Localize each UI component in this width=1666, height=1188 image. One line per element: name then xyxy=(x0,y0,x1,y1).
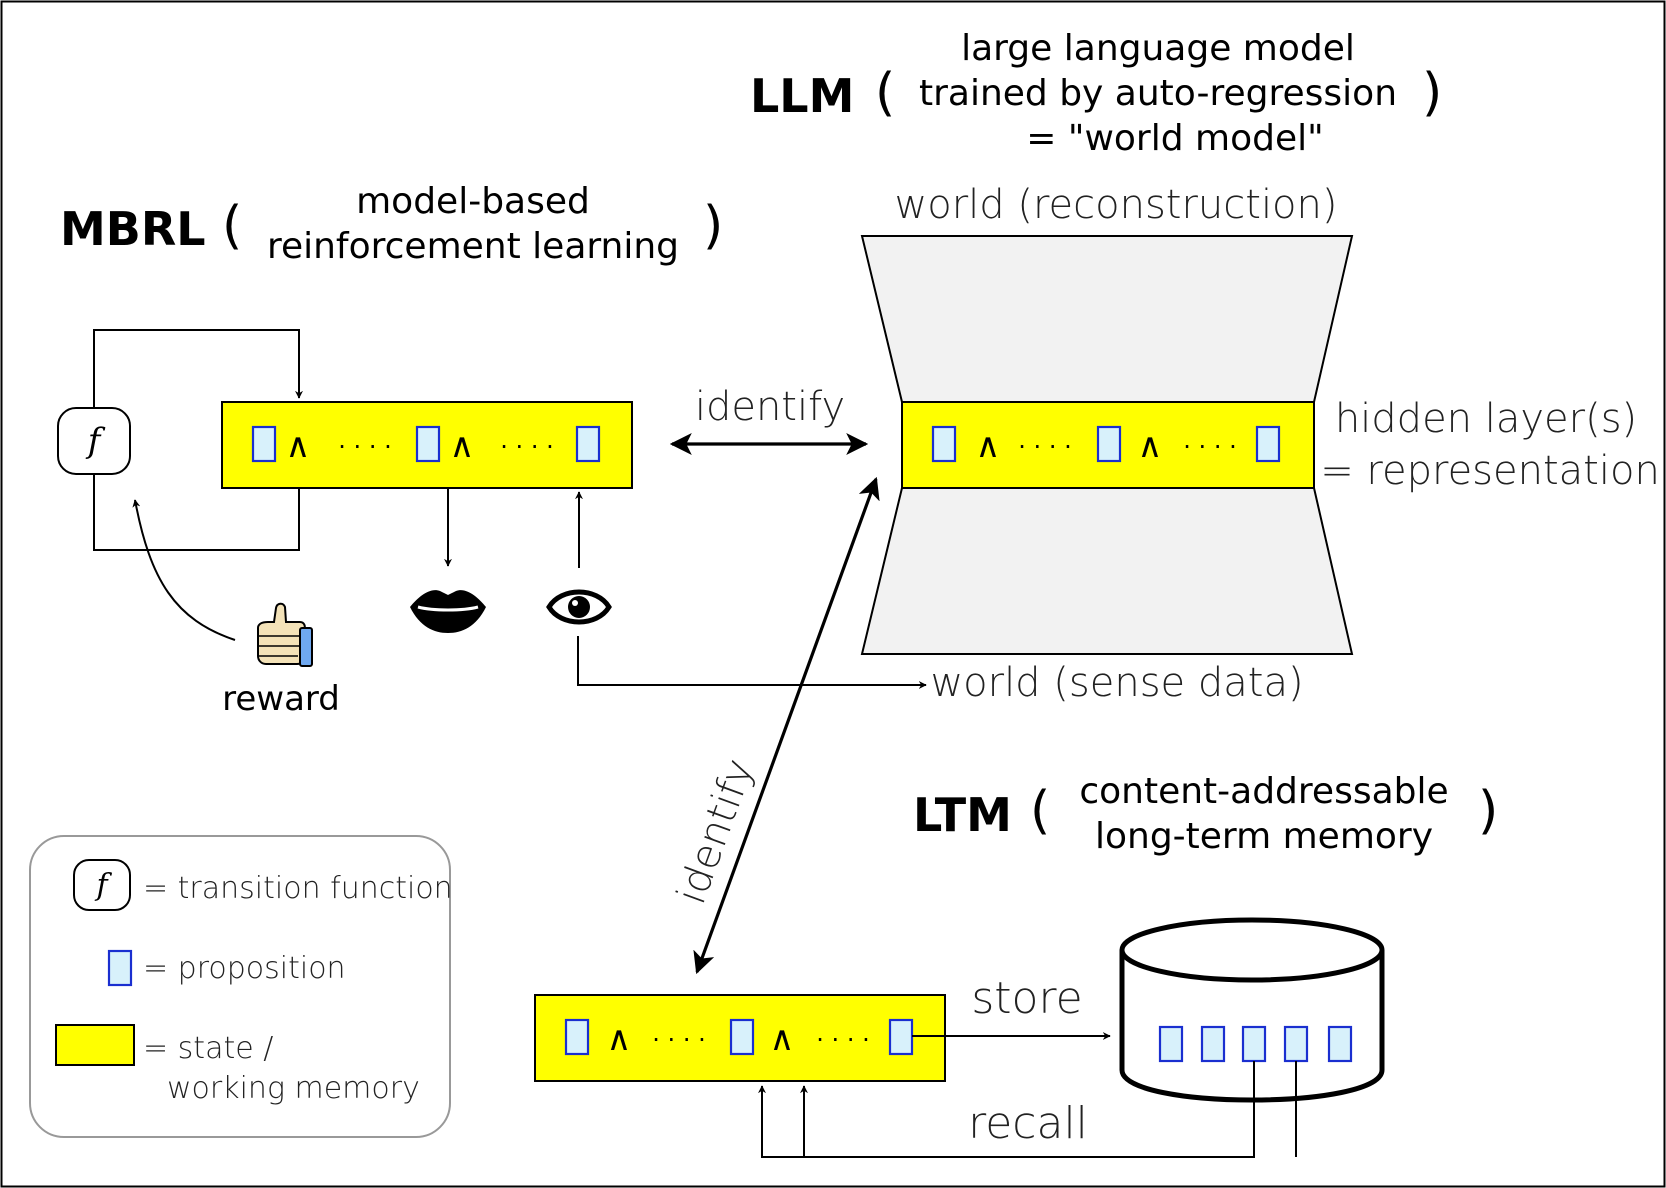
stored-proposition xyxy=(1327,1025,1353,1063)
and-symbol: ∧ xyxy=(450,426,475,466)
legend-function-box xyxy=(73,859,131,911)
thumbs-up-icon xyxy=(257,602,313,667)
ltm-state-chain: ∧ · · · · ∧ · · · · xyxy=(534,994,946,1082)
mbrl-desc-line1: model-based xyxy=(356,181,590,222)
reward-label: reward xyxy=(222,679,340,719)
proposition xyxy=(575,425,601,463)
legend-state-text-line1: = state / xyxy=(143,1031,273,1066)
stored-proposition xyxy=(1283,1025,1309,1063)
hidden-layer-label-line2: = representation xyxy=(1320,448,1660,494)
ellipsis-dots: · · · · xyxy=(816,1026,869,1054)
llm-desc-line3: = "world model" xyxy=(1026,118,1323,159)
llm-heading: LLM ( large language model trained by au… xyxy=(750,28,1442,159)
mbrl-open-paren: ( xyxy=(222,196,242,256)
stored-proposition xyxy=(1241,1025,1267,1063)
legend-proposition-text: = proposition xyxy=(143,951,346,986)
ellipsis-dots: · · · · xyxy=(652,1026,705,1054)
llm-autoencoder: world (reconstruction) hidden layer(s) =… xyxy=(860,182,1660,655)
and-symbol: ∧ xyxy=(607,1019,632,1059)
ltm-acronym: LTM xyxy=(913,788,1012,842)
ellipsis-dots: · · · · xyxy=(500,433,553,461)
llm-close-paren: ) xyxy=(1422,63,1442,123)
llm-desc-line1: large language model xyxy=(961,28,1355,69)
identify-horizontal-label: identify xyxy=(695,384,845,430)
ellipsis-dots: · · · · xyxy=(338,433,391,461)
mbrl-transition-loop: f xyxy=(57,329,303,641)
proposition xyxy=(729,1018,755,1056)
proposition xyxy=(564,1018,590,1056)
llm-lower-funnel xyxy=(860,487,1354,655)
recall-line xyxy=(758,1061,1255,1158)
legend-state-text-line2: working memory xyxy=(167,1071,420,1106)
proposition xyxy=(888,1018,914,1056)
store-label: store xyxy=(971,973,1082,1024)
mbrl-desc-line2: reinforcement learning xyxy=(267,226,679,267)
and-symbol: ∧ xyxy=(1138,426,1163,466)
ellipsis-dots: · · · · xyxy=(1018,433,1071,461)
mbrl-state-chain: ∧ · · · · ∧ · · · · xyxy=(221,401,633,489)
and-symbol: ∧ xyxy=(770,1019,795,1059)
hidden-layer-label-line1: hidden layer(s) xyxy=(1335,396,1637,442)
llm-desc-line2: trained by auto-regression xyxy=(919,73,1397,114)
legend-function-text: = transition function xyxy=(143,871,453,906)
ltm-heading: LTM ( content-addressable long-term memo… xyxy=(913,771,1498,857)
and-symbol: ∧ xyxy=(286,426,311,466)
llm-hidden-layer-chain: ∧ · · · · ∧ · · · · xyxy=(901,401,1315,489)
ltm-desc-line1: content-addressable xyxy=(1079,771,1448,812)
legend-proposition xyxy=(107,949,133,987)
legend: f = transition function = proposition = … xyxy=(29,835,453,1138)
reward-arrow xyxy=(132,499,236,641)
stored-proposition xyxy=(1158,1025,1184,1063)
loop-line-top xyxy=(93,329,303,408)
mbrl-acronym: MBRL xyxy=(60,202,206,256)
proposition xyxy=(251,425,277,463)
and-symbol: ∧ xyxy=(976,426,1001,466)
llm-upper-funnel xyxy=(860,235,1354,403)
database-cylinder-icon xyxy=(1119,917,1385,1103)
llm-open-paren: ( xyxy=(875,63,895,123)
ltm-close-paren: ) xyxy=(1478,781,1498,841)
legend-state xyxy=(55,1024,135,1066)
mbrl-heading: MBRL ( model-based reinforcement learnin… xyxy=(60,181,723,267)
mbrl-close-paren: ) xyxy=(703,196,723,256)
proposition xyxy=(415,425,441,463)
proposition xyxy=(1096,425,1122,463)
world-reconstruction-label: world (reconstruction) xyxy=(895,182,1338,228)
ltm-desc-line2: long-term memory xyxy=(1095,816,1433,857)
proposition xyxy=(931,425,957,463)
loop-line-bottom xyxy=(93,474,300,551)
ltm-open-paren: ( xyxy=(1030,781,1050,841)
world-sense-data-label: world (sense data) xyxy=(930,660,1303,706)
proposition xyxy=(1255,425,1281,463)
llm-acronym: LLM xyxy=(750,69,854,123)
lips-icon xyxy=(410,590,486,633)
identify-diagonal-arrow xyxy=(693,476,880,975)
recall-label: recall xyxy=(968,1098,1088,1149)
stored-proposition xyxy=(1200,1025,1226,1063)
eye-icon xyxy=(546,589,612,625)
ellipsis-dots: · · · · xyxy=(1183,433,1236,461)
